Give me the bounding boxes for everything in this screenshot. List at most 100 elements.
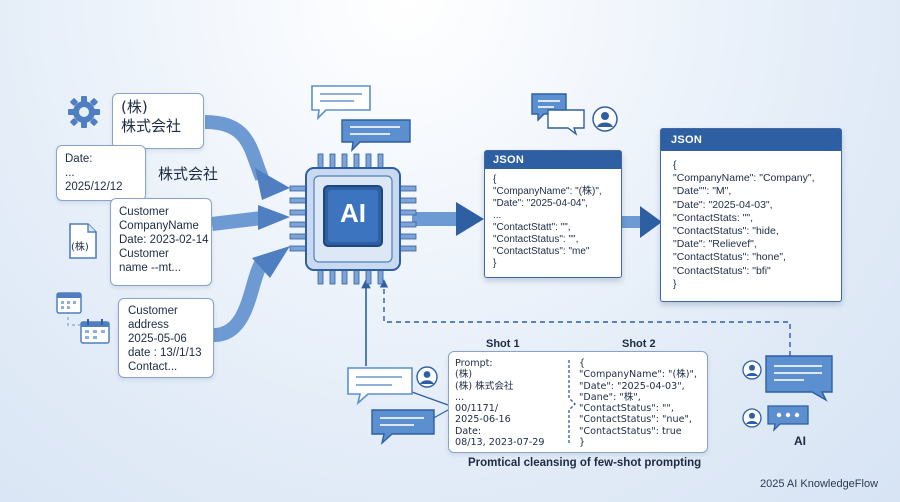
json-mid-line: "Date": "2025-04-04", — [493, 198, 588, 209]
shot-2-line: "ContactStatus": "", — [579, 403, 674, 415]
chat-bubble-icon — [311, 85, 371, 120]
json-right-line: "CompanyName": "Company", — [673, 172, 815, 185]
json-output-mid: JSON { "CompanyName": "(株)", "Date": "20… — [484, 150, 622, 278]
chat-bubble-icon-3 — [347, 367, 413, 406]
chat-bubble-icon-2 — [341, 119, 411, 152]
calendar-icon — [56, 292, 82, 314]
user-avatar-icon-3 — [742, 360, 762, 380]
json-right-line: } — [673, 277, 677, 290]
input-card-address-line-4: date : 13//1/13 — [128, 347, 202, 359]
input-card-date: Date: ... 2025/12/12 — [56, 145, 146, 201]
chat-bubble-icon-4 — [371, 409, 435, 445]
json-output-right: JSON { "CompanyName": "Company", "Date""… — [660, 128, 842, 302]
few-shot-caption: Promtical cleansing of few-shot promptin… — [468, 457, 702, 469]
input-card-date-line-1: Date: — [65, 153, 93, 165]
document-icon: (株) — [68, 222, 98, 260]
shot-2-content: { "CompanyName": "(株)", "Date": "2025-04… — [579, 358, 697, 448]
typing-bubble-icon — [767, 405, 809, 432]
shot-2-line: { — [579, 358, 586, 369]
input-card-customer-line-3: Date: 2023-02-14 — [119, 234, 209, 246]
footer-credit: 2025 AI KnowledgeFlow — [760, 478, 879, 490]
bubble-shot-connector — [411, 391, 449, 406]
floating-company-label: 株式会社 — [158, 165, 219, 183]
json-output-right-title: JSON — [661, 129, 841, 151]
input-card-address: Customer address 2025-05-06 date : 13//1… — [118, 298, 214, 378]
shot-1-line: 00/1171/ — [455, 403, 499, 415]
shot-2-line: "ContactStatus": "nue", — [579, 414, 692, 426]
ai-chip-label: AI — [340, 198, 366, 228]
json-right-line: "Date": "2025-04-03", — [673, 198, 773, 211]
shot-1-line: 2025-06-16 — [455, 414, 511, 426]
input-card-company-line-2: 株式会社 — [121, 117, 182, 135]
input-card-customer-line-2: CompanyName — [119, 220, 199, 232]
json-output-mid-title: JSON — [485, 151, 621, 169]
document-icon-label: (株) — [71, 242, 89, 253]
json-output-mid-body: { "CompanyName": "(株)", "Date": "2025-04… — [485, 169, 621, 275]
shot-2-line: "ContactStatus": true — [579, 425, 682, 437]
few-shot-panel: Prompt: (株) (株) 株式会社 ... 00/1171/ 2025-0… — [448, 351, 708, 453]
chip-to-json-arrowhead — [456, 202, 484, 236]
shot-2-line: "CompanyName": "(株)", — [579, 369, 698, 381]
user-avatar-icon-4 — [742, 408, 762, 428]
input-arrow-2 — [211, 211, 263, 231]
json-mid-line: "CompanyName": "(株)", — [493, 186, 602, 197]
json-right-line: "ContactStatus": "hide, — [673, 225, 779, 238]
input-card-customer-line-5: name --mt... — [119, 262, 181, 274]
json-to-json-arrowhead — [640, 206, 662, 238]
shot-1-line: Prompt: — [455, 358, 493, 369]
input-card-address-line-2: address — [128, 319, 169, 331]
input-arrow-1-head — [255, 168, 290, 200]
input-card-company-line-1: (株) — [121, 98, 148, 116]
json-mid-line: "ContactStatt": "", — [493, 222, 571, 233]
chat-bubbles-icon — [531, 93, 585, 136]
json-output-right-body: { "CompanyName": "Company", "Date"": "M"… — [661, 151, 841, 299]
shot-1-line: (株) 株式会社 — [455, 380, 514, 392]
input-arrow-2-head — [258, 205, 290, 230]
json-mid-line: { — [493, 174, 497, 185]
shot-1-line: 08/13, 2023-07-29 — [455, 437, 545, 449]
json-mid-line: "ContactStatus": "me" — [493, 246, 590, 257]
shot-divider — [568, 360, 576, 444]
json-right-line: "ContactStatus": "hone", — [673, 251, 786, 264]
shot-1-content: Prompt: (株) (株) 株式会社 ... 00/1171/ 2025-0… — [455, 358, 545, 448]
shot-1-line: (株) — [455, 369, 473, 381]
input-card-address-line-1: Customer — [128, 305, 178, 317]
feedback-dashed-arrow — [379, 279, 791, 356]
json-right-line: "ContactStatus": "bfi" — [673, 264, 771, 277]
ai-agent-label: AI — [794, 434, 806, 448]
json-mid-line: ... — [493, 210, 502, 221]
user-avatar-icon — [592, 106, 618, 132]
json-mid-line: } — [493, 258, 497, 269]
input-card-date-line-3: 2025/12/12 — [65, 181, 123, 193]
json-right-line: "Date": "Relievef", — [673, 238, 757, 251]
json-right-line: { — [673, 159, 677, 171]
input-card-address-line-5: Contact... — [128, 361, 178, 373]
chat-bubble-icon-5 — [765, 355, 833, 402]
input-card-customer: Customer CompanyName Date: 2023-02-14 Cu… — [110, 198, 212, 286]
json-right-line: "ContactStats: "", — [673, 211, 754, 224]
input-arrow-3-head — [252, 246, 290, 278]
user-avatar-icon-2 — [416, 366, 438, 388]
input-card-customer-line-4: Customer — [119, 248, 169, 260]
shot-2-line: "Date": "2025-04-03", — [579, 380, 685, 392]
calendar-icon-2 — [80, 319, 110, 344]
input-card-date-line-2: ... — [65, 167, 75, 179]
input-card-company: (株) 株式会社 — [112, 93, 204, 149]
shot-2-line: } — [579, 437, 586, 449]
shot-2-line: "Dane": "株", — [579, 391, 641, 403]
input-card-address-line-3: 2025-05-06 — [128, 333, 187, 345]
ai-chip: AI — [288, 152, 418, 286]
input-arrow-3 — [213, 258, 269, 342]
gear-icon — [68, 96, 100, 128]
shot-2-label: Shot 2 — [622, 338, 656, 350]
shot-1-line: Date: — [455, 425, 482, 437]
shot-1-line: ... — [455, 391, 465, 403]
json-mid-line: "ContactStatus": "", — [493, 234, 579, 245]
json-to-json-arrow — [622, 216, 642, 228]
input-arrow-1 — [204, 115, 269, 181]
json-right-line: "Date"": "M", — [673, 185, 732, 198]
chip-to-json-arrow — [412, 212, 458, 226]
shot-1-label: Shot 1 — [486, 338, 520, 350]
input-card-customer-line-1: Customer — [119, 206, 169, 218]
